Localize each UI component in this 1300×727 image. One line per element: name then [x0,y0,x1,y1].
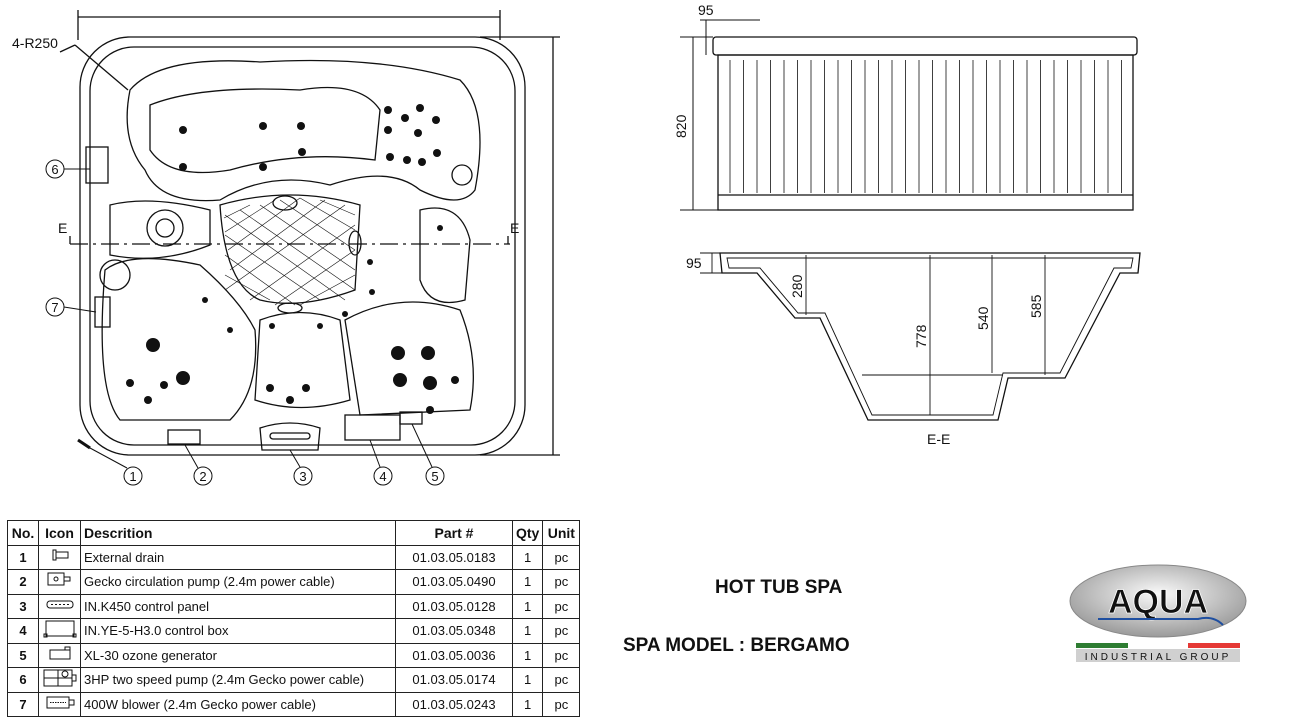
header-icon: Icon [38,520,81,546]
row-description: XL-30 ozone generator [80,642,396,668]
section-mark-left: E [58,220,67,236]
table-row: 5 XL-30 ozone generator 01.03.05.0036 1 … [7,642,581,668]
spa-model: SPA MODEL : BERGAMO [623,635,850,656]
table-row: 7 400W blower (2.4m Gecko power cable) 0… [7,691,581,717]
ozone-generator-icon [38,642,81,668]
side-lip-dim: 95 [698,2,714,18]
row-part-number: 01.03.05.0128 [395,593,513,619]
row-no: 2 [7,569,39,595]
row-description: IN.YE-5-H3.0 control box [80,618,396,644]
row-unit: pc [542,593,581,619]
header-unit: Unit [542,520,581,546]
row-qty: 1 [511,618,544,644]
row-no: 5 [7,642,39,668]
section-mark-right: E [510,220,519,236]
row-part-number: 01.03.05.0183 [395,544,513,570]
row-unit: pc [542,667,581,693]
row-qty: 1 [511,691,544,717]
side-view [680,19,1138,211]
header-description: Descrition [80,520,396,546]
row-qty: 1 [511,569,544,595]
dim-778: 778 [913,324,929,348]
dim-585: 585 [1028,294,1044,318]
row-unit: pc [542,642,581,668]
callout-4: 4 [379,469,386,484]
table-row: 4 IN.YE-5-H3.0 control box 01.03.05.0348… [7,618,581,644]
row-no: 3 [7,593,39,619]
aqua-logo: AQUA INDUSTRIAL GROUP [1069,564,1247,663]
row-qty: 1 [511,642,544,668]
row-qty: 1 [511,593,544,619]
header-part: Part # [395,520,513,546]
circulation-pump-icon [38,569,81,595]
row-no: 1 [7,544,39,570]
row-qty: 1 [511,667,544,693]
row-part-number: 01.03.05.0348 [395,618,513,644]
row-part-number: 01.03.05.0490 [395,569,513,595]
row-no: 6 [7,667,39,693]
table-row: 3 IN.K450 control panel 01.03.05.0128 1 … [7,593,581,619]
table-row: 2 Gecko circulation pump (2.4m power cab… [7,569,581,595]
header-qty: Qty [511,520,544,546]
callout-2: 2 [199,469,206,484]
parts-table: No. Icon Descrition Part # Qty Unit 1 Ex… [7,520,581,717]
row-part-number: 01.03.05.0036 [395,642,513,668]
row-unit: pc [542,691,581,717]
callout-5: 5 [431,469,438,484]
row-no: 7 [7,691,39,717]
drain-icon [38,544,81,570]
row-part-number: 01.03.05.0174 [395,667,513,693]
table-row: 6 3HP two speed pump (2.4m Gecko power c… [7,667,581,693]
radius-label: 4-R250 [12,35,58,51]
row-part-number: 01.03.05.0243 [395,691,513,717]
top-view [45,10,560,486]
control-box-icon [38,618,81,644]
callouts: 6 7 1 2 3 4 5 [51,162,438,484]
section-title: E-E [927,431,950,447]
section-view [700,252,1141,421]
dim-540: 540 [975,306,991,330]
logo-brand: AQUA [1108,583,1208,621]
control-panel-icon [38,593,81,619]
header-no: No. [7,520,39,546]
row-description: IN.K450 control panel [80,593,396,619]
row-description: External drain [80,544,396,570]
logo-tagline: INDUSTRIAL GROUP [1085,652,1232,663]
row-description: Gecko circulation pump (2.4m power cable… [80,569,396,595]
row-unit: pc [542,544,581,570]
drawing-title: HOT TUB SPA [715,577,843,598]
row-qty: 1 [511,544,544,570]
callout-3: 3 [299,469,306,484]
row-description: 3HP two speed pump (2.4m Gecko power cab… [80,667,396,693]
blower-icon [38,691,81,717]
pump-icon [38,667,81,693]
table-row: 1 External drain 01.03.05.0183 1 pc [7,544,581,570]
row-unit: pc [542,569,581,595]
callout-7: 7 [51,300,58,315]
callout-6: 6 [51,162,58,177]
row-no: 4 [7,618,39,644]
section-lip-dim: 95 [686,255,702,271]
callout-1: 1 [129,469,136,484]
row-unit: pc [542,618,581,644]
row-description: 400W blower (2.4m Gecko power cable) [80,691,396,717]
side-height-dim: 820 [673,114,689,138]
dim-280: 280 [789,274,805,298]
table-header: No. Icon Descrition Part # Qty Unit [7,520,581,546]
